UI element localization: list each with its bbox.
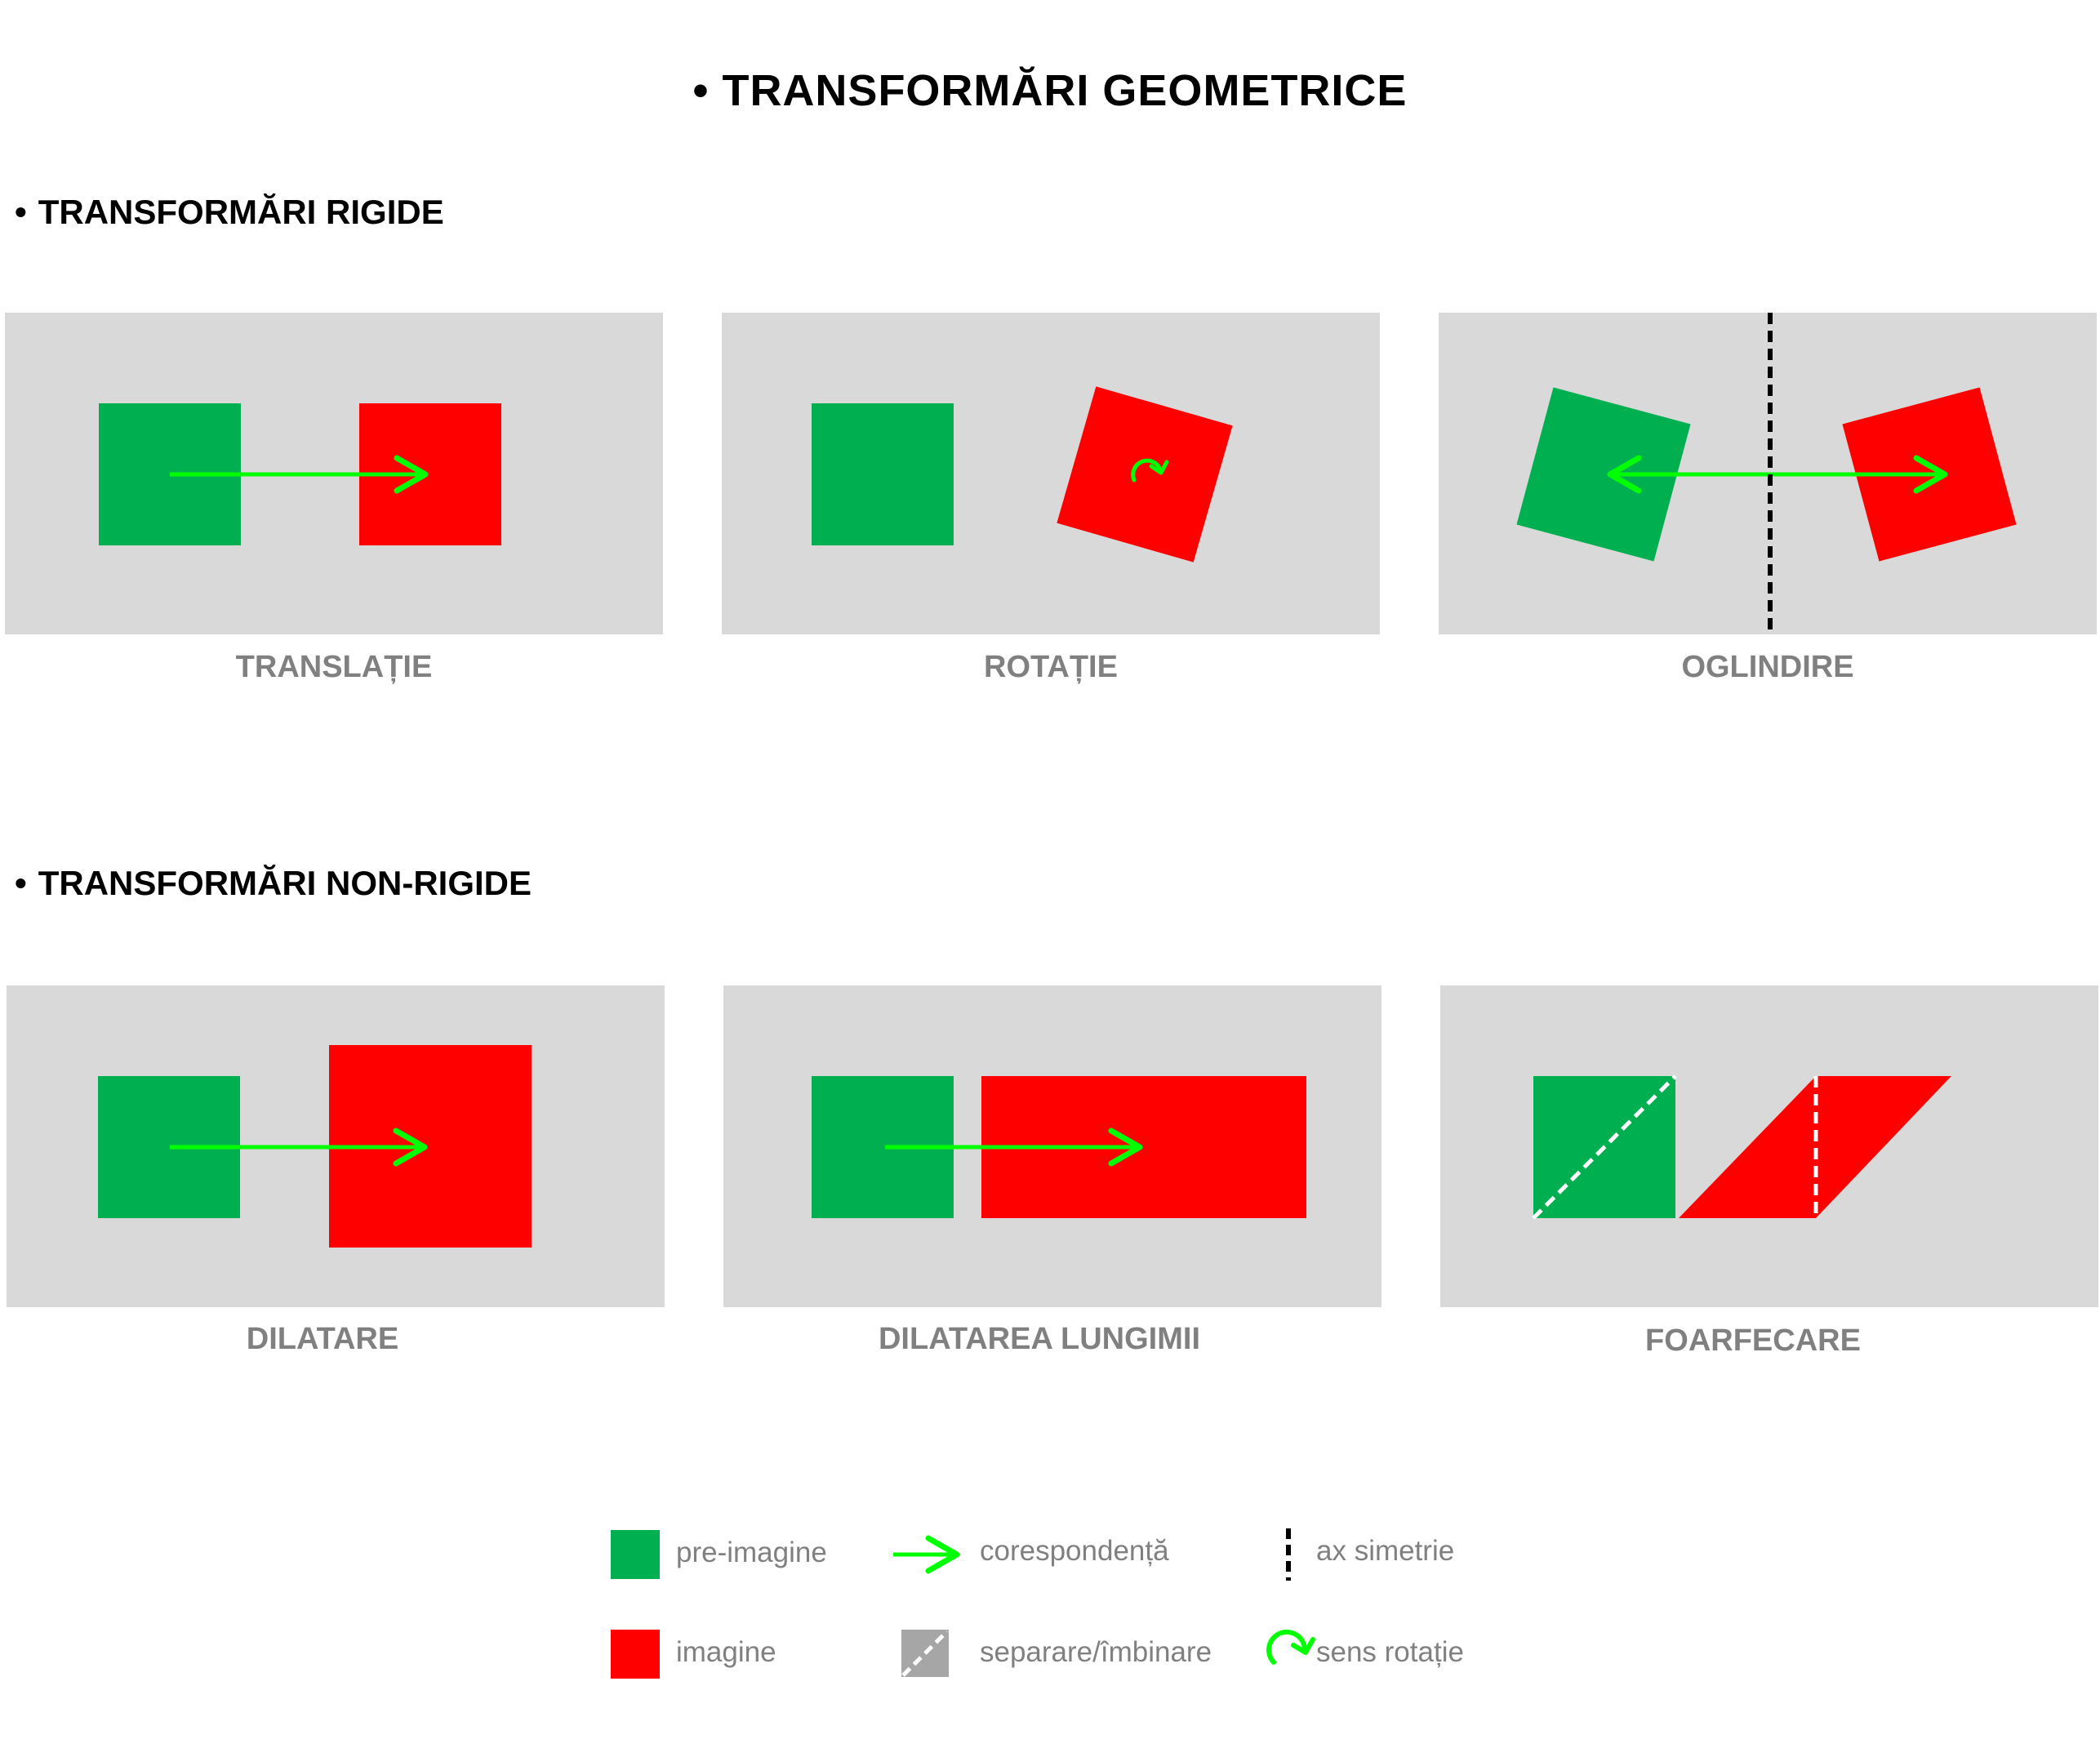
title-bullet: • <box>692 66 710 115</box>
caption-reflection: OGLINDIRE <box>1681 650 1854 684</box>
separation-line <box>1532 1074 1677 1220</box>
image-parallelogram <box>1679 1076 1951 1218</box>
preimage-square-tilted <box>1516 387 1691 562</box>
legend-separation-icon <box>901 1630 949 1677</box>
legend-rotation-sense-icon <box>1266 1629 1315 1665</box>
caption-stretch-text: DILATAREA LUNGIMII <box>878 1322 1201 1356</box>
legend-separation-label: separare/îmbinare <box>980 1636 1212 1668</box>
panel-rotation <box>722 313 1380 634</box>
legend-preimage-label: pre-imagine <box>676 1537 827 1568</box>
panel-shear <box>1440 985 2098 1307</box>
legend-axis-label: ax simetrie <box>1316 1535 1455 1567</box>
reflection-diagram <box>1516 313 2017 634</box>
caption-shear-text: FOARFECARE <box>1645 1323 1861 1358</box>
legend-correspondence-label: corespondență <box>980 1535 1169 1567</box>
section-bullet: • <box>15 864 27 902</box>
panel-dilation <box>7 985 665 1307</box>
legend-preimage-swatch <box>611 1530 660 1579</box>
caption-dilation-text: DILATARE <box>246 1322 399 1356</box>
caption-stretch: DILATAREA LUNGIMII <box>723 1322 1381 1357</box>
title-text: TRANSFORMĂRI GEOMETRICE <box>722 66 1408 115</box>
section-nonrigid-text: TRANSFORMĂRI NON-RIGIDE <box>38 864 532 902</box>
panel-reflection <box>1439 313 2097 634</box>
legend-image-swatch <box>611 1630 660 1679</box>
section-bullet: • <box>15 193 27 231</box>
caption-dilation: DILATARE <box>7 1322 665 1357</box>
stretch-diagram <box>812 1076 1306 1218</box>
page-title: • TRANSFORMĂRI GEOMETRICE <box>0 65 2100 116</box>
section-nonrigid-heading: • TRANSFORMĂRI NON-RIGIDE <box>15 864 532 903</box>
caption-shear: FOARFECARE <box>1440 1323 2098 1359</box>
section-rigid-heading: • TRANSFORMĂRI RIGIDE <box>15 193 444 232</box>
caption-rotation: ROTAȚIE <box>984 650 1118 684</box>
caption-translation: TRANSLAȚIE <box>235 650 433 684</box>
translation-diagram <box>99 403 501 545</box>
legend-image-label: imagine <box>676 1636 776 1668</box>
legend-rotation-sense-label: sens rotație <box>1316 1636 1464 1668</box>
image-square-rotated <box>1057 386 1233 563</box>
panel-translation <box>5 313 663 634</box>
panel-stretch <box>723 985 1381 1307</box>
preimage-square <box>812 403 954 545</box>
rotation-sense-icon <box>1131 458 1169 483</box>
dilation-diagram <box>98 1045 532 1248</box>
rotation-diagram <box>812 386 1233 563</box>
section-rigid-text: TRANSFORMĂRI RIGIDE <box>38 193 444 231</box>
shear-diagram <box>1532 1074 1951 1220</box>
